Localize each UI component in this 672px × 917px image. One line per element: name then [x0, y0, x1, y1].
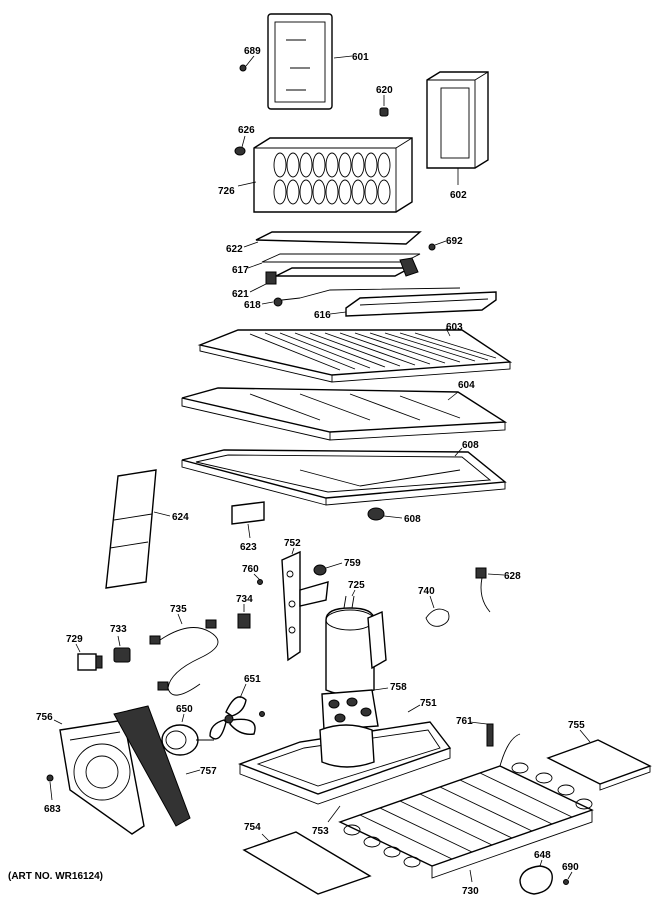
- part-759-grommet: [313, 562, 343, 576]
- part-756-fan-shroud: [53, 719, 145, 835]
- part-753-leader: [327, 805, 341, 823]
- part-616-channel: [329, 291, 497, 317]
- part-752-bracket: [281, 547, 329, 662]
- callout-labels: 689 601 620 626 602 726 622 692 617 621 …: [36, 46, 585, 897]
- part-651-fan-blade: [209, 683, 256, 740]
- callout-733: 733: [110, 624, 127, 635]
- callout-760: 760: [242, 564, 259, 575]
- callout-756: 756: [36, 712, 53, 723]
- part-602-cover-box: [426, 71, 489, 185]
- part-648-foot: [519, 859, 553, 895]
- callout-616: 616: [314, 310, 331, 321]
- part-725-compressor: [325, 589, 387, 696]
- callout-651: 651: [244, 674, 261, 685]
- part-620-clip: [379, 95, 389, 117]
- part-604-shelf: [181, 387, 508, 441]
- callout-617: 617: [232, 265, 249, 276]
- callout-620: 620: [376, 85, 393, 96]
- callout-735: 735: [170, 604, 187, 615]
- callout-648: 648: [534, 850, 551, 861]
- part-692-screw: [428, 240, 447, 251]
- callout-755: 755: [568, 720, 585, 731]
- callout-608-tray: 608: [462, 440, 479, 451]
- callout-726: 726: [218, 186, 235, 197]
- part-650-fan-motor: [161, 713, 214, 756]
- callout-692: 692: [446, 236, 463, 247]
- callout-626: 626: [238, 125, 255, 136]
- callout-754: 754: [244, 822, 261, 833]
- part-622-drip-tray: [243, 231, 422, 248]
- part-733-overload: [113, 635, 131, 663]
- part-754-plate: [242, 831, 372, 895]
- callout-759: 759: [344, 558, 361, 569]
- part-734-relay: [237, 604, 251, 629]
- part-740-harness: [425, 595, 450, 627]
- callout-608-foot: 608: [404, 514, 421, 525]
- callout-734: 734: [236, 594, 253, 605]
- part-755-panel: [546, 729, 652, 791]
- callout-757: 757: [200, 766, 217, 777]
- part-726-evaporator: [237, 137, 413, 213]
- callout-683: 683: [44, 804, 61, 815]
- callout-752: 752: [284, 538, 301, 549]
- part-729-capacitor: [75, 643, 103, 671]
- part-628-cord: [475, 567, 505, 613]
- callout-725: 725: [348, 580, 365, 591]
- callout-730: 730: [462, 886, 479, 897]
- part-751-base-pan: [238, 704, 452, 805]
- part-689-screw: [239, 55, 255, 72]
- part-618-sensor: [261, 287, 461, 307]
- callout-618: 618: [244, 300, 261, 311]
- callout-601: 601: [352, 52, 369, 63]
- callout-690: 690: [562, 862, 579, 873]
- callout-628: 628: [504, 571, 521, 582]
- callout-689: 689: [244, 46, 261, 57]
- callout-602: 602: [450, 190, 467, 201]
- art-number: (ART NO. WR16124): [8, 871, 103, 882]
- callout-758: 758: [390, 682, 407, 693]
- part-735-wiring: [149, 613, 219, 696]
- callout-740: 740: [418, 586, 435, 597]
- part-683-screw: [46, 774, 54, 801]
- part-608-tray: [181, 447, 507, 506]
- part-621-bracket: [249, 257, 419, 293]
- part-608-foot: [367, 507, 403, 521]
- callout-650: 650: [176, 704, 193, 715]
- callout-751: 751: [420, 698, 437, 709]
- part-760-screw: [253, 573, 263, 585]
- callout-603: 603: [446, 322, 463, 333]
- callout-624: 624: [172, 512, 189, 523]
- part-601-panel-cover: [267, 13, 353, 110]
- part-617-heater: [247, 253, 421, 269]
- callout-622: 622: [226, 244, 243, 255]
- part-730-condenser: [338, 733, 594, 883]
- callout-623: 623: [240, 542, 257, 553]
- callout-753: 753: [312, 826, 329, 837]
- part-626-knob: [234, 135, 246, 156]
- callout-729: 729: [66, 634, 83, 645]
- part-761-screw: [469, 721, 494, 747]
- part-757-mesh: [113, 705, 201, 827]
- part-690-screw: [563, 871, 573, 885]
- part-624-duct: [105, 469, 171, 589]
- callout-761: 761: [456, 716, 473, 727]
- callout-604: 604: [458, 380, 475, 391]
- part-603-wire-shelf: [197, 327, 513, 383]
- part-651-fan-nut: [259, 711, 265, 717]
- callout-621: 621: [232, 289, 249, 300]
- part-623-block: [231, 501, 265, 539]
- part-758-grommet: [321, 687, 389, 731]
